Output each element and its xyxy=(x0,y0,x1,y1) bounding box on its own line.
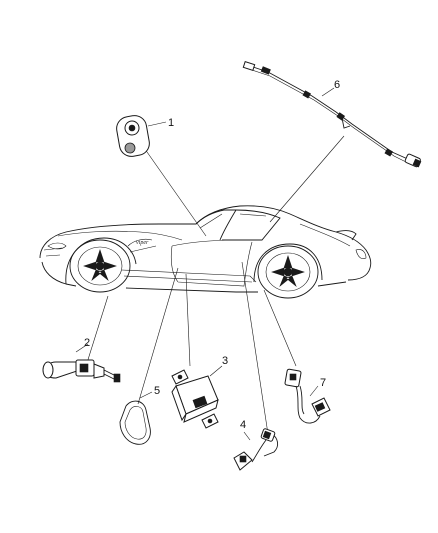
callout-3: 3 xyxy=(222,355,228,367)
rear-wheel-icon xyxy=(257,245,319,299)
callout-5: 5 xyxy=(154,385,160,397)
callout-7: 7 xyxy=(320,377,326,389)
callout-4: 4 xyxy=(240,419,246,431)
seal-ring-icon xyxy=(119,400,151,445)
pigtail-connector-icon xyxy=(284,368,331,424)
callout-1: 1 xyxy=(168,117,174,129)
front-wheel-icon xyxy=(69,239,131,293)
wiring-harness-icon xyxy=(242,60,422,168)
car-outline-icon: viper xyxy=(39,205,372,299)
leader-lines xyxy=(75,87,345,441)
callout-2: 2 xyxy=(84,337,90,349)
lamp-socket-icon xyxy=(42,359,121,383)
callout-6: 6 xyxy=(334,79,340,91)
switch-module-icon xyxy=(171,369,219,429)
connector-harness-icon xyxy=(233,428,279,471)
door-jamb-switch-icon xyxy=(116,115,150,157)
svg-text:viper: viper xyxy=(136,240,149,246)
